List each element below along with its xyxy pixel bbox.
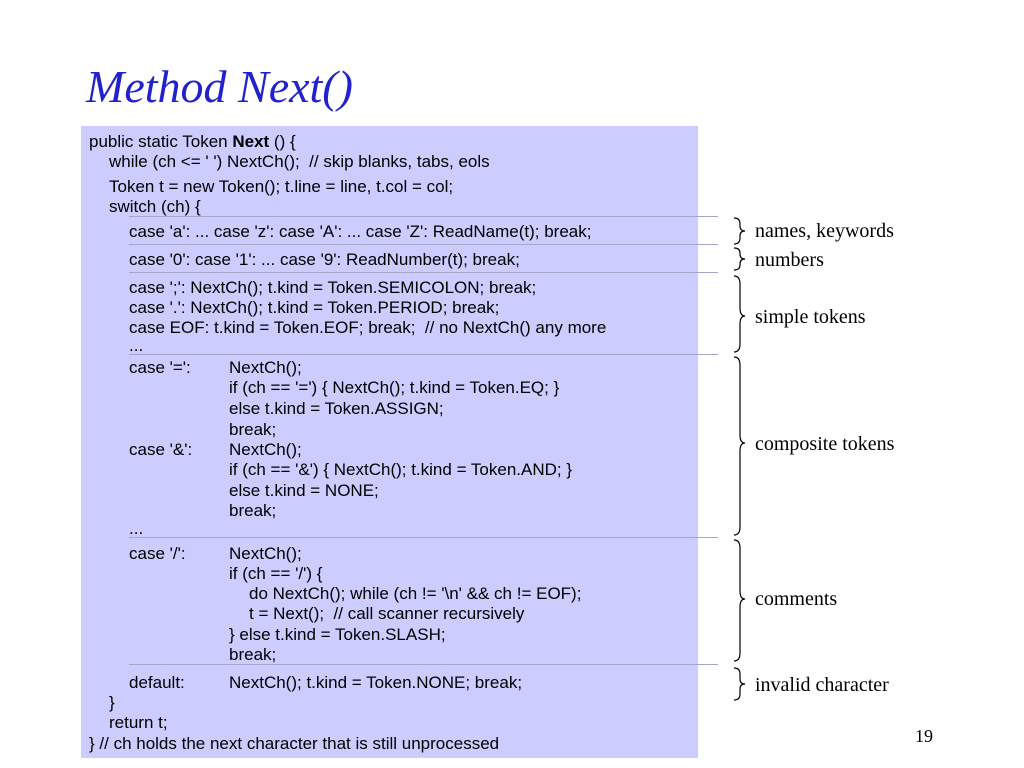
method-name: Next: [232, 132, 270, 151]
code-line: if (ch == '=') { NextCh(); t.kind = Toke…: [229, 378, 560, 397]
code-line: } // ch holds the next character that is…: [89, 734, 500, 753]
code-line: else t.kind = Token.ASSIGN;: [229, 399, 444, 418]
brace-simple-tokens: [733, 275, 746, 353]
code-line: if (ch == '&') { NextCh(); t.kind = Toke…: [229, 460, 573, 479]
separator-line: [129, 537, 718, 538]
page-number: 19: [915, 726, 933, 746]
code-line: switch (ch) {: [109, 197, 201, 216]
code-line: if (ch == '/') {: [229, 564, 323, 583]
brace-invalid-character: [733, 667, 746, 701]
code-block: [81, 126, 698, 758]
code-line: case '0': case '1': ... case '9': ReadNu…: [129, 250, 520, 269]
brace-comments: [733, 539, 746, 662]
code-line: ...: [129, 336, 144, 355]
annotation-names-keywords: names, keywords: [755, 220, 894, 242]
code-line: ...: [129, 519, 144, 538]
code-line: else t.kind = NONE;: [229, 481, 379, 500]
code-line-signature: public static Token Next () {: [89, 132, 296, 151]
brace-composite-tokens: [733, 356, 746, 536]
separator-line: [129, 244, 718, 245]
code-line: NextCh(); t.kind = Token.NONE; break;: [229, 673, 523, 692]
code-line: t = Next(); // call scanner recursively: [249, 604, 525, 623]
separator-line: [129, 354, 718, 355]
slide-title: Method Next(): [86, 61, 353, 112]
code-line: Token t = new Token(); t.line = line, t.…: [109, 177, 454, 196]
code-line: while (ch <= ' ') NextCh(); // skip blan…: [109, 152, 490, 171]
code-line: NextCh();: [229, 358, 302, 377]
code-line: do NextCh(); while (ch != '\n' && ch != …: [249, 584, 582, 603]
code-line: case ';': NextCh(); t.kind = Token.SEMIC…: [129, 278, 537, 297]
code-line: default:: [129, 673, 185, 692]
annotation-numbers: numbers: [755, 249, 824, 271]
brace-names-keywords: [733, 217, 746, 245]
annotation-comments: comments: [755, 588, 838, 610]
code-line: case '&':: [129, 440, 193, 459]
code-line: NextCh();: [229, 440, 302, 459]
code-line: case '=':: [129, 358, 191, 377]
code-line: } else t.kind = Token.SLASH;: [229, 625, 446, 644]
code-line: case 'a': ... case 'z': case 'A': ... ca…: [129, 222, 592, 241]
code-line: NextCh();: [229, 544, 302, 563]
separator-line: [129, 272, 718, 273]
separator-line: [129, 664, 718, 665]
annotation-composite-tokens: composite tokens: [755, 433, 895, 455]
code-line: case EOF: t.kind = Token.EOF; break; // …: [129, 318, 607, 337]
code-line: case '.': NextCh(); t.kind = Token.PERIO…: [129, 298, 500, 317]
code-line: }: [109, 693, 115, 712]
code-line: return t;: [109, 713, 168, 732]
code-line: case '/':: [129, 544, 186, 563]
code-line: break;: [229, 420, 277, 439]
annotation-invalid-character: invalid character: [755, 674, 889, 696]
code-line: break;: [229, 645, 277, 664]
separator-line: [129, 216, 718, 217]
annotation-simple-tokens: simple tokens: [755, 306, 866, 328]
code-line: break;: [229, 501, 277, 520]
brace-numbers: [733, 247, 746, 271]
